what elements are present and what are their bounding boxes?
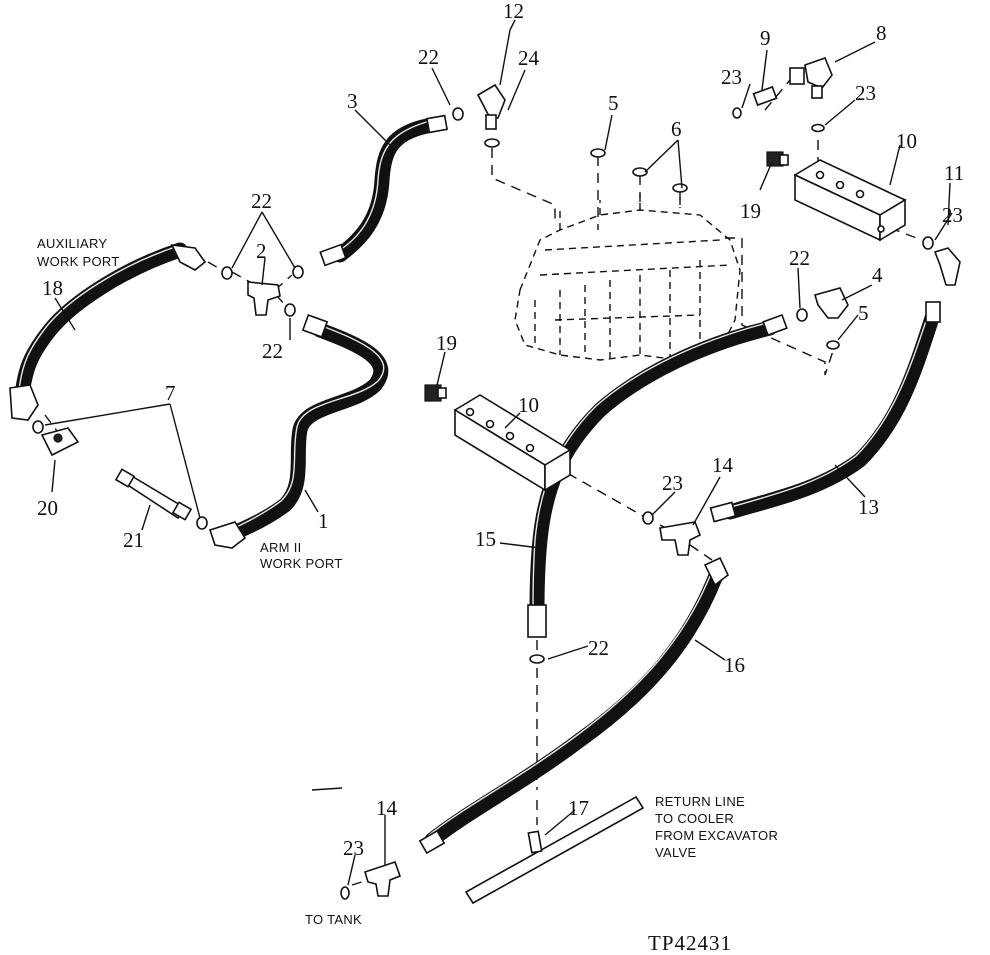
callout-16: 16 bbox=[724, 653, 745, 677]
callout-22: 22 bbox=[251, 189, 272, 213]
callout-23: 23 bbox=[942, 203, 963, 227]
callout-22: 22 bbox=[789, 246, 810, 270]
callout-1: 1 bbox=[318, 509, 329, 533]
arm-port-label-line2: WORK PORT bbox=[260, 556, 343, 571]
callout-14: 14 bbox=[712, 453, 734, 477]
hose-fittings bbox=[9, 114, 941, 855]
callout-5: 5 bbox=[858, 301, 869, 325]
callout-numbers: 12 24 22 3 5 6 9 8 23 23 10 19 11 23 22 … bbox=[37, 0, 964, 860]
callout-10: 10 bbox=[896, 129, 917, 153]
tee-fitting-2 bbox=[247, 281, 281, 316]
callout-5: 5 bbox=[608, 91, 619, 115]
hose-18 bbox=[14, 242, 188, 403]
callout-9: 9 bbox=[760, 26, 771, 50]
callout-22: 22 bbox=[262, 339, 283, 363]
elbow-fitting-11 bbox=[933, 247, 961, 286]
callout-18: 18 bbox=[42, 276, 63, 300]
callout-11: 11 bbox=[944, 161, 964, 185]
auxiliary-port-label-line2: WORK PORT bbox=[37, 254, 120, 269]
plug-19-lower bbox=[424, 384, 447, 402]
callout-21: 21 bbox=[123, 528, 144, 552]
plug-19-upper bbox=[766, 151, 789, 167]
callout-6: 6 bbox=[671, 117, 682, 141]
return-line-17 bbox=[464, 795, 645, 905]
callout-19: 19 bbox=[436, 331, 457, 355]
callout-7: 7 bbox=[165, 381, 176, 405]
manifold-block-10-lower bbox=[453, 394, 572, 492]
elbow-fitting-4 bbox=[813, 287, 849, 319]
callout-2: 2 bbox=[256, 239, 267, 263]
flow-lines bbox=[44, 79, 923, 886]
callout-20: 20 bbox=[37, 496, 58, 520]
tee-fitting-14-center bbox=[659, 521, 702, 556]
o-rings bbox=[32, 107, 934, 900]
callout-22: 22 bbox=[588, 636, 609, 660]
figure-code: TP42431 bbox=[648, 931, 732, 955]
callout-24: 24 bbox=[518, 46, 540, 70]
return-line-label-line3: FROM EXCAVATOR bbox=[655, 828, 778, 843]
callout-17: 17 bbox=[568, 796, 589, 820]
callout-14: 14 bbox=[376, 796, 398, 820]
callout-22: 22 bbox=[418, 45, 439, 69]
return-line-label-line4: VALVE bbox=[655, 845, 697, 860]
to-tank-label: TO TANK bbox=[305, 912, 362, 927]
auxiliary-port-label-line1: AUXILIARY bbox=[37, 236, 107, 251]
hose-15 bbox=[529, 320, 778, 618]
callout-8: 8 bbox=[876, 21, 887, 45]
callout-3: 3 bbox=[347, 89, 358, 113]
callout-12: 12 bbox=[503, 0, 524, 23]
callout-10: 10 bbox=[518, 393, 539, 417]
tee-fitting-14-lower bbox=[364, 860, 402, 897]
callout-23: 23 bbox=[343, 836, 364, 860]
adapter-9 bbox=[752, 85, 778, 107]
callout-23: 23 bbox=[662, 471, 683, 495]
control-valve bbox=[514, 190, 741, 361]
return-line-label-line1: RETURN LINE bbox=[655, 794, 745, 809]
hose-3 bbox=[332, 117, 440, 263]
callout-23: 23 bbox=[721, 65, 742, 89]
hose-1 bbox=[222, 322, 389, 543]
relief-valve-21 bbox=[114, 468, 193, 521]
return-line-label-line2: TO COOLER bbox=[655, 811, 734, 826]
leader-lines bbox=[44, 19, 953, 886]
elbow-fitting-12 bbox=[476, 83, 506, 130]
callout-23: 23 bbox=[855, 81, 876, 105]
callout-19: 19 bbox=[740, 199, 761, 223]
callout-4: 4 bbox=[872, 263, 883, 287]
callout-15: 15 bbox=[475, 527, 496, 551]
flange-20 bbox=[40, 427, 80, 457]
hose-13 bbox=[722, 310, 940, 520]
manifold-block-10-upper bbox=[793, 159, 907, 242]
elbow-fitting-8 bbox=[789, 56, 833, 99]
callout-13: 13 bbox=[858, 495, 879, 519]
port-labels: AUXILIARY WORK PORT ARM II WORK PORT RET… bbox=[37, 236, 778, 927]
arm-port-label-line1: ARM II bbox=[260, 540, 302, 555]
hose-16 bbox=[424, 570, 723, 848]
